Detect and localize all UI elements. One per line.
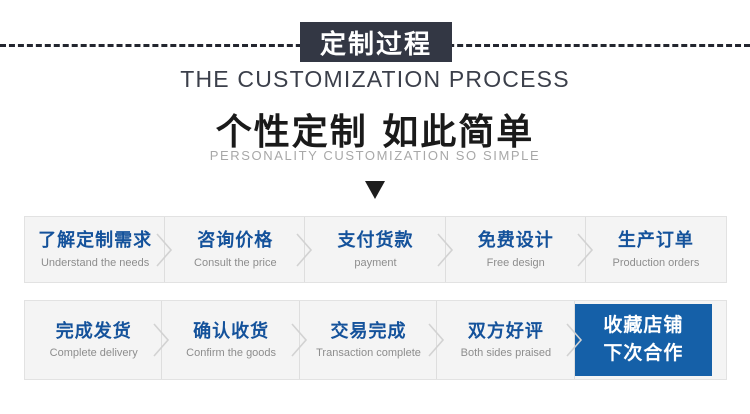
step-subtitle-en: Complete delivery [49,347,138,360]
step-title-cn: 双方好评 [467,320,544,342]
process-step-2-3: 交易完成 Transaction complete [300,301,445,379]
step-title-cn-line1: 收藏店铺 [603,314,684,337]
down-arrow-container [0,180,750,205]
page-title-badge: 定制过程 [300,22,452,62]
step-subtitle-en: Free design [486,256,545,269]
process-step-1-3: 支付货款 payment [305,217,453,282]
step-title-cn: 支付货款 [337,230,414,252]
step-title-cn: 收藏店铺下次合作 [603,312,683,367]
process-step-2-4: 双方好评 Both sides praised [437,301,582,379]
process-step-2-2: 确认收货 Confirm the goods [162,301,307,379]
process-step-1-1: 了解定制需求 Understand the needs [25,217,173,282]
header-subtitle-en: THE CUSTOMIZATION PROCESS [180,66,570,92]
step-subtitle-en: Transaction complete [316,347,421,360]
process-step-1-4: 免费设计 Free design [446,217,593,282]
cta-favorite-shop-button[interactable]: 收藏店铺下次合作 [574,304,713,376]
step-subtitle-en: Confirm the goods [186,347,277,360]
headline-cn: 个性定制 如此简单 [215,111,535,153]
process-step-1-5: 生产订单 Production orders [586,217,726,282]
step-subtitle-en: Consult the price [194,256,277,269]
step-title-cn-line2: 下次合作 [603,342,684,364]
process-row-1: 了解定制需求 Understand the needs 咨询价格 Consult th… [24,216,727,283]
step-title-cn: 完成发货 [55,320,132,342]
step-title-cn: 了解定制需求 [38,230,153,252]
step-title-cn: 免费设计 [477,230,554,252]
process-row-2: 完成发货 Complete delivery 确认收货 Confirm the goo… [24,300,727,380]
step-subtitle-en: payment [354,256,397,269]
headline-en: PERSONALITY CUSTOMIZATION SO SIMPLE [209,148,541,163]
step-title-cn: 咨询价格 [197,230,274,252]
step-subtitle-en: Understand the needs [40,256,150,269]
triangle-down-icon [364,180,386,205]
step-subtitle-en: Production orders [612,256,700,269]
step-subtitle-en: Both sides praised [460,347,552,360]
process-step-2-1: 完成发货 Complete delivery [25,301,170,379]
step-title-cn: 确认收货 [193,320,270,342]
process-step-1-2: 咨询价格 Consult the price [165,217,313,282]
page-header: 定制过程 [0,0,750,66]
step-title-cn: 交易完成 [330,320,407,342]
step-title-cn: 生产订单 [617,230,694,252]
